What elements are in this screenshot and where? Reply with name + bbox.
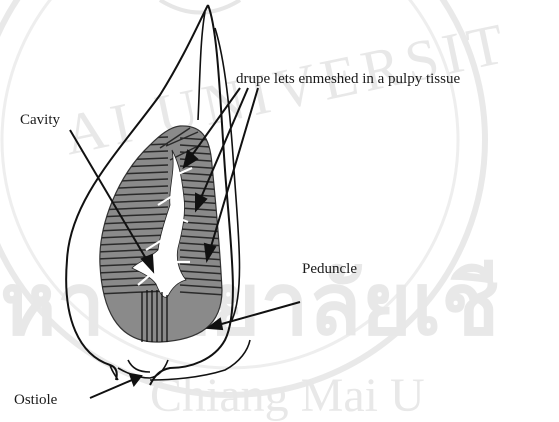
fig-base-line [150,340,250,380]
label-peduncle: Peduncle [302,262,357,277]
label-drupelets: drupe lets enmeshed in a pulpy tissue [236,72,460,87]
arrowhead-ostiole [130,374,141,385]
label-ostiole: Ostiole [14,393,57,408]
leader-peduncle [218,302,300,325]
label-cavity: Cavity [20,113,60,128]
leader-ostiole [90,380,132,398]
leader-drupelets-3 [210,88,258,250]
